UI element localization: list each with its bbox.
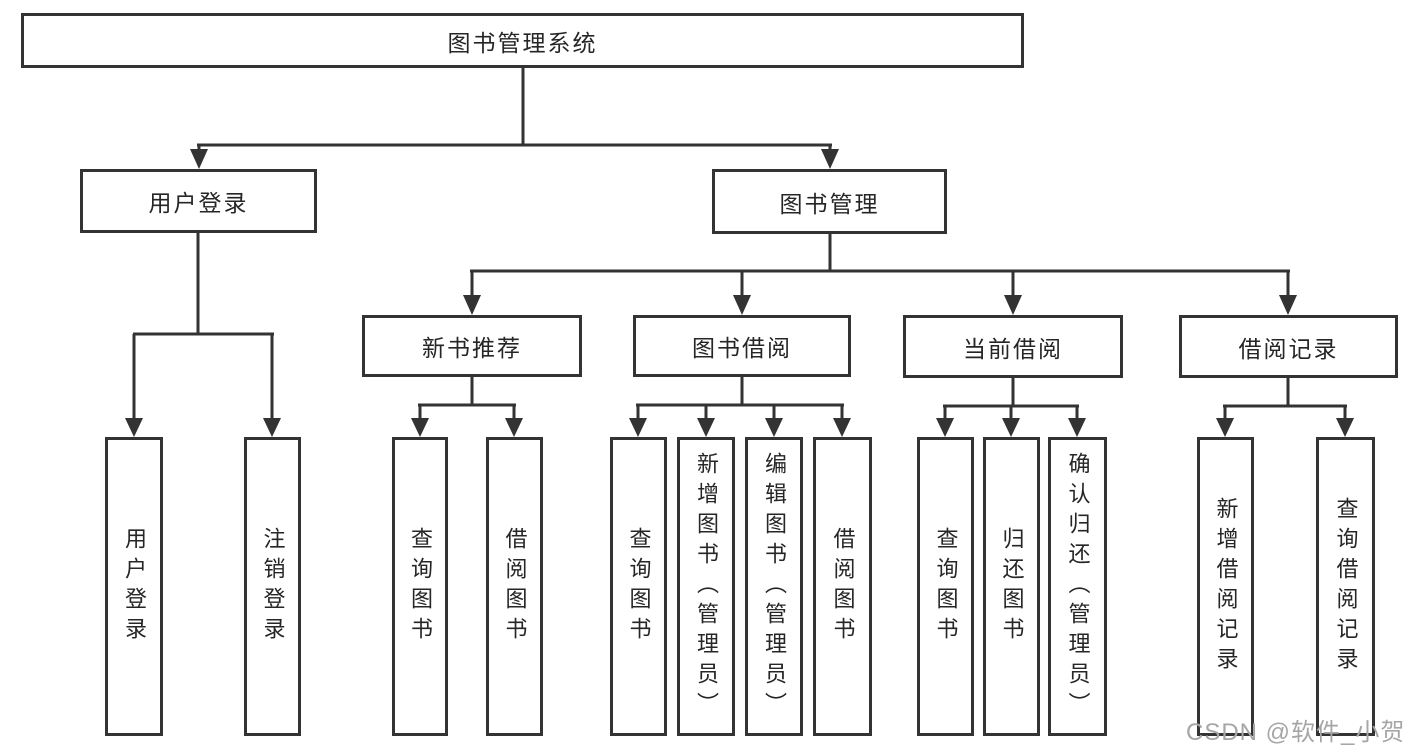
leaf-query-books-borrow: 查询图书 xyxy=(610,437,667,736)
leaf-query-borrow-record: 查询借阅记录 xyxy=(1316,437,1375,736)
leaf-add-book-admin: 新增图书（管理员） xyxy=(677,437,735,736)
node-label: 查询图书 xyxy=(933,526,959,647)
node-label: 查询借阅记录 xyxy=(1333,496,1359,677)
node-label: 确认归还（管理员） xyxy=(1065,451,1091,722)
node-label: 新书推荐 xyxy=(422,335,522,361)
node-label: 图书管理 xyxy=(779,190,880,217)
node-book-management: 图书管理 xyxy=(712,169,947,234)
csdn-watermark: CSDN @软件_小贺同学 xyxy=(1186,719,1405,746)
edge-records-to-leaves xyxy=(1216,378,1354,437)
leaf-query-books-current: 查询图书 xyxy=(917,437,974,736)
node-label: 编辑图书（管理员） xyxy=(762,451,787,722)
node-label: 用户登录 xyxy=(148,190,249,216)
node-label: 图书借阅 xyxy=(692,335,792,361)
node-label: 归还图书 xyxy=(999,526,1025,647)
node-label: 查询图书 xyxy=(408,526,433,647)
node-borrow-records: 借阅记录 xyxy=(1179,315,1398,378)
node-label: 当前借阅 xyxy=(963,335,1063,362)
edge-root-to-level2 xyxy=(190,68,839,169)
leaf-borrow-books: 借阅图书 xyxy=(813,437,872,736)
leaf-user-login: 用户登录 xyxy=(105,437,163,736)
node-user-login: 用户登录 xyxy=(80,169,317,233)
node-current-borrow: 当前借阅 xyxy=(903,315,1123,378)
edge-current-to-leaves xyxy=(936,378,1086,437)
node-root-system: 图书管理系统 xyxy=(21,13,1024,68)
node-label: 新增借阅记录 xyxy=(1213,496,1239,677)
leaf-add-borrow-record: 新增借阅记录 xyxy=(1197,437,1254,736)
leaf-edit-book-admin: 编辑图书（管理员） xyxy=(745,437,803,736)
leaf-logout: 注销登录 xyxy=(244,437,301,736)
node-label: 借阅图书 xyxy=(830,526,856,647)
node-label: 用户登录 xyxy=(122,526,147,647)
edge-recommend-to-leaves xyxy=(411,377,523,437)
edge-book-mgmt-to-level3 xyxy=(463,234,1297,315)
node-label: 新增图书（管理员） xyxy=(694,451,719,722)
node-new-book-recommend: 新书推荐 xyxy=(362,315,582,377)
node-label: 查询图书 xyxy=(626,526,652,647)
leaf-return-book: 归还图书 xyxy=(983,437,1040,736)
node-label: 图书管理系统 xyxy=(447,29,598,56)
node-label: 借阅图书 xyxy=(502,526,528,647)
edge-borrow-to-leaves xyxy=(629,377,851,437)
edge-user-login-to-leaves xyxy=(125,232,281,437)
leaf-query-books-recommend: 查询图书 xyxy=(392,437,448,736)
node-label: 借阅记录 xyxy=(1238,335,1339,362)
node-book-borrow: 图书借阅 xyxy=(633,315,851,377)
leaf-confirm-return-admin: 确认归还（管理员） xyxy=(1048,437,1107,736)
leaf-borrow-books-recommend: 借阅图书 xyxy=(486,437,543,736)
node-label: 注销登录 xyxy=(260,526,286,647)
